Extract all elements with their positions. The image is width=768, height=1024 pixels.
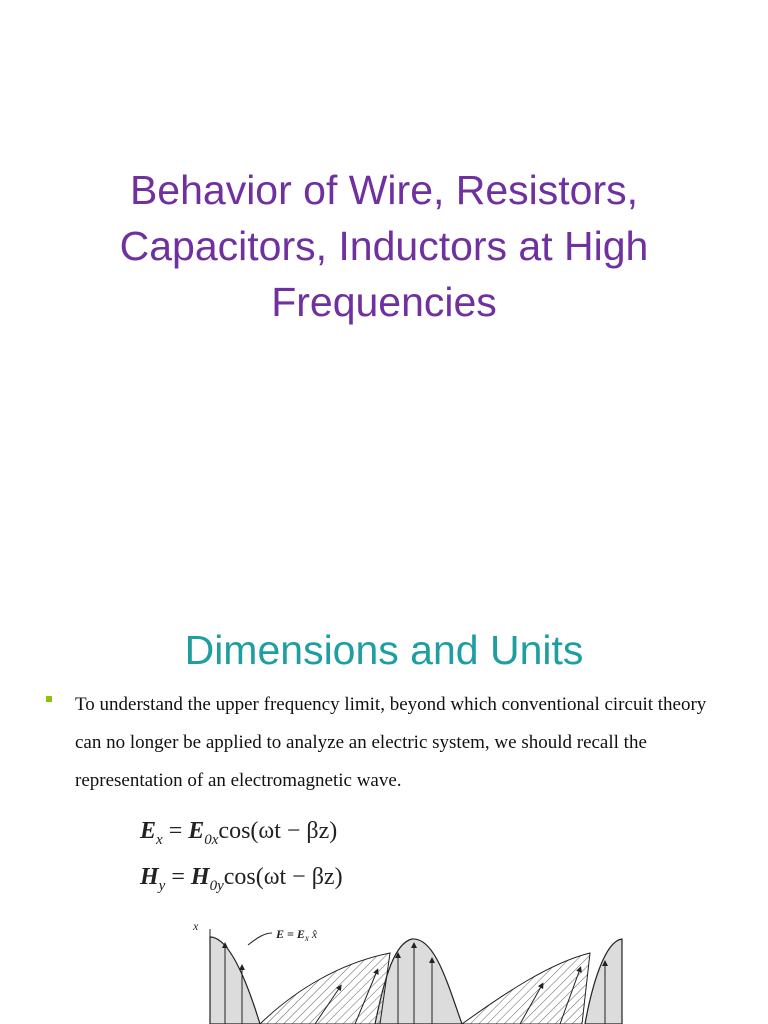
e-field-lobe-3 [584,938,623,1024]
equation-h: Hy = H0ycos(ωt − βz) [140,864,343,894]
h-field-lobe-1 [259,952,391,1024]
e-field-lobe-2 [374,938,463,1024]
bullet-square-icon [46,696,52,702]
slide-2: Dimensions and Units To understand the u… [0,560,768,1024]
h-field-lobe-2 [461,952,591,1024]
title-line-3: Frequencies [271,279,497,325]
slide-title: Behavior of Wire, Resistors, Capacitors,… [0,162,768,330]
title-line-2: Capacitors, Inductors at High [119,223,649,269]
axis-label-x: x [192,919,199,933]
bullet-text: To understand the upper frequency limit,… [75,694,707,791]
equation-e: Ex = E0xcos(ωt − βz) [140,818,338,848]
slide-1: Behavior of Wire, Resistors, Capacitors,… [0,162,768,330]
slide-heading: Dimensions and Units [184,627,584,673]
title-line-1: Behavior of Wire, Resistors, [129,167,639,213]
e-field-lobe-1 [209,936,261,1024]
